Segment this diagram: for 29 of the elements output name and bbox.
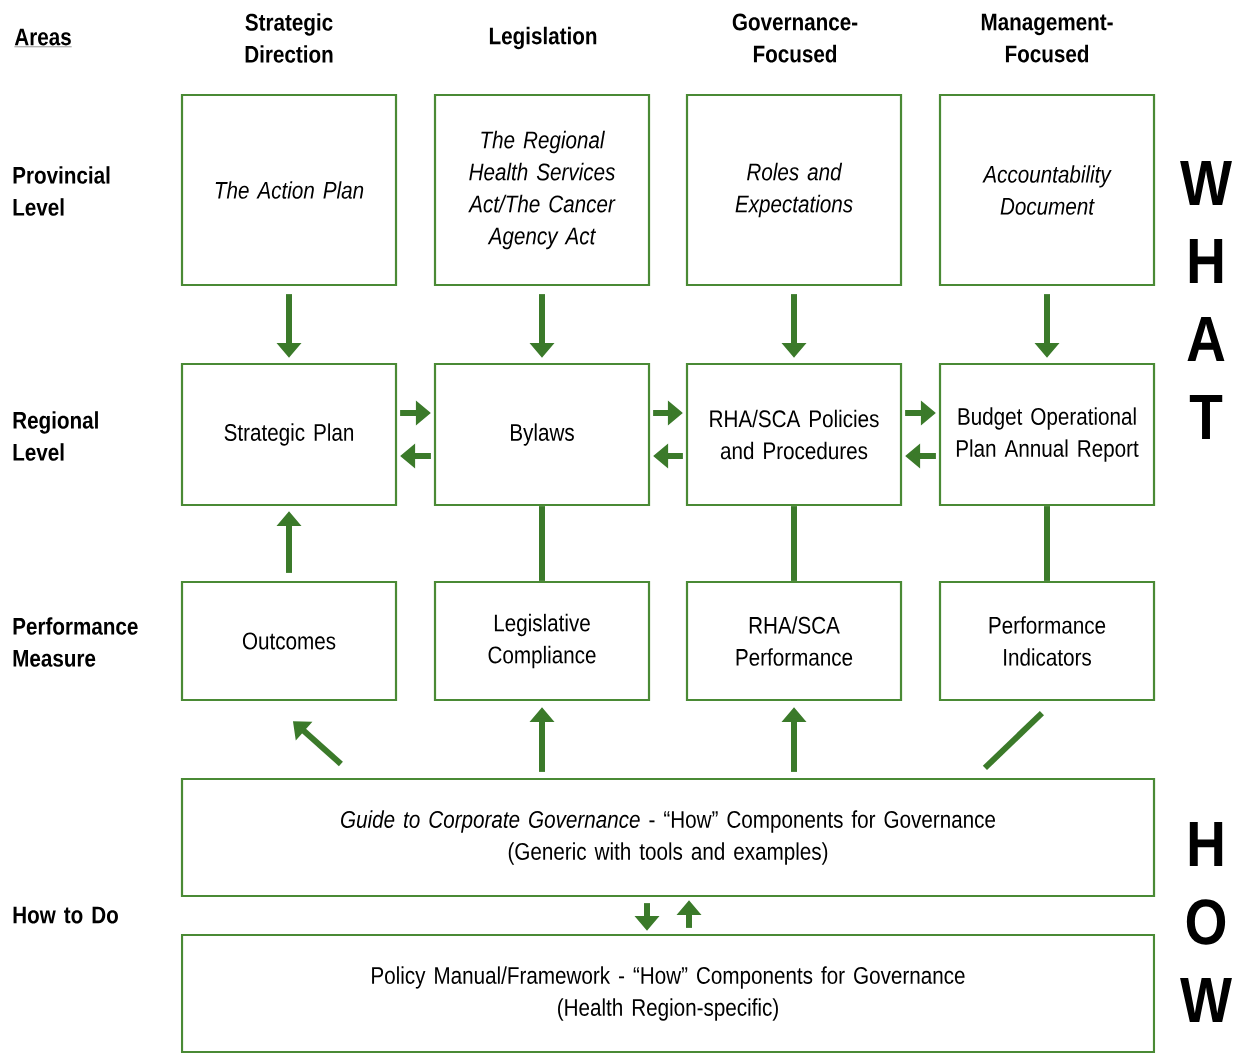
column-heading: Management-Focused bbox=[981, 13, 1113, 63]
row-heading: Regional Level bbox=[13, 411, 98, 461]
text-box: The Action Plan bbox=[180, 93, 398, 287]
row-heading: Provincial Level bbox=[13, 166, 110, 216]
text-box: Outcomes bbox=[180, 580, 398, 702]
connector-line bbox=[791, 506, 797, 581]
text-box: The Regional Health Services Act/The Cancer Agency Act bbox=[433, 93, 651, 287]
text-box: RHA/SCA Performance bbox=[685, 580, 903, 702]
text-box: Budget Operational Plan Annual Report bbox=[938, 362, 1156, 507]
column-heading: Governance-Focused bbox=[732, 13, 858, 63]
text-box: Performance Indicators bbox=[938, 580, 1156, 702]
text-box: Roles and Expectations bbox=[685, 93, 903, 287]
vertical-word: WHAT bbox=[1180, 161, 1232, 439]
text-box: RHA/SCA Policies and Procedures bbox=[685, 362, 903, 507]
column-heading: Legislation bbox=[489, 26, 597, 50]
connector-line bbox=[539, 506, 545, 581]
connector-line bbox=[1044, 506, 1050, 581]
wide-text-box: Policy Manual/Framework - “How” Components for Governance (Health Region-specific) bbox=[180, 933, 1156, 1053]
column-heading: Areas bbox=[14, 28, 72, 47]
row-heading: Performance Measure bbox=[13, 617, 138, 667]
text-box: Strategic Plan bbox=[180, 362, 398, 507]
wide-text-box: Guide to Corporate Governance - “How” Components for Governance (Generic with tools and examples) bbox=[180, 777, 1156, 898]
connector-line bbox=[982, 710, 1044, 771]
text-box: Bylaws bbox=[433, 362, 651, 507]
text-box: Accountability Document bbox=[938, 93, 1156, 287]
text-box: Legislative Compliance bbox=[433, 580, 651, 702]
vertical-word: HOW bbox=[1180, 822, 1232, 1023]
row-heading: How to Do bbox=[13, 906, 118, 924]
column-heading: Strategic Direction bbox=[245, 13, 333, 63]
